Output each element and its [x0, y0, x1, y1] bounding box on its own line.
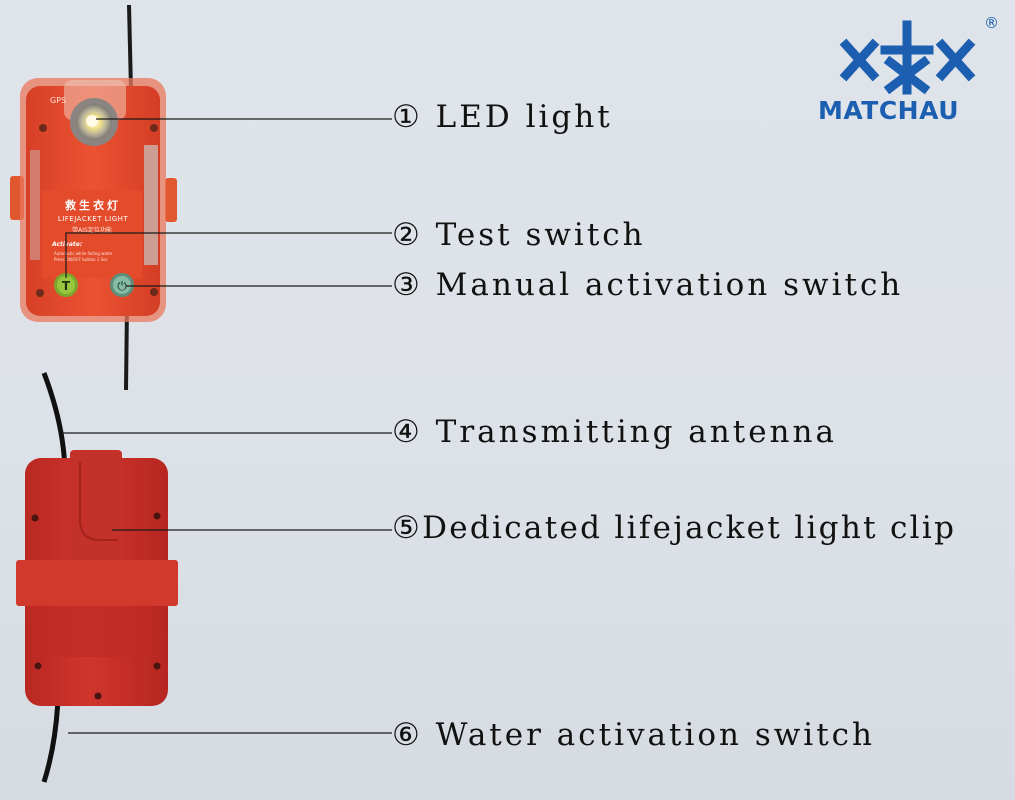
- logo-x-right: [935, 38, 976, 82]
- leader-lines: [62, 118, 392, 734]
- power-button: [113, 276, 131, 294]
- callout-1: ① LED light: [392, 102, 613, 133]
- ais-label: 带AIS定位功能: [72, 226, 112, 234]
- front-antenna-top: [127, 4, 133, 91]
- front-right-tab: [165, 178, 177, 222]
- gps-label: GPS: [50, 96, 66, 105]
- callout-number: ⑤: [392, 510, 423, 546]
- front-inner-strip: [144, 145, 158, 265]
- screw: [36, 289, 44, 297]
- screw: [150, 124, 158, 132]
- registered-mark: ®: [984, 14, 999, 32]
- logo-center-glyph: [880, 20, 934, 95]
- brand-name: MATCHAU: [818, 96, 959, 125]
- activate-label: Activate:: [51, 241, 82, 248]
- front-device: GPS 救生衣灯 LIFEJACKET LIGHT Activate: Auto…: [10, 4, 177, 391]
- back-recess: [38, 605, 150, 657]
- test-button-glyph: T: [62, 279, 71, 293]
- front-inner-strip-left: [30, 150, 40, 260]
- screw: [31, 514, 39, 522]
- screw: [34, 662, 42, 670]
- screw: [150, 288, 158, 296]
- callout-label-antenna: Transmitting antenna: [435, 414, 837, 450]
- device-chinese-title: 救生衣灯: [65, 198, 121, 212]
- logo-x-left: [839, 38, 880, 82]
- screw: [153, 662, 161, 670]
- callout-label-led-light: LED light: [435, 99, 613, 135]
- activate-line-2: Press ON/OFF button 1 Sec: [54, 257, 108, 262]
- callout-label-water-activation: Water activation switch: [435, 717, 875, 753]
- callout-number: ⑥: [392, 717, 423, 753]
- screw: [153, 512, 161, 520]
- leader-line-2: [65, 232, 392, 278]
- led-bulb: [86, 115, 98, 127]
- power-button-glyph: ⏻: [117, 279, 127, 293]
- callout-number: ③: [392, 267, 423, 303]
- callout-number: ②: [392, 217, 423, 253]
- back-clip-groove: [79, 462, 118, 541]
- callout-4: ④ Transmitting antenna: [392, 417, 837, 448]
- callout-2: ② Test switch: [392, 220, 646, 251]
- device-english-title: LIFEJACKET LIGHT: [58, 215, 129, 223]
- callout-number: ①: [392, 99, 423, 135]
- callout-label-clip: Dedicated lifejacket light clip: [422, 510, 957, 546]
- front-label-panel: [42, 190, 142, 278]
- test-button: [57, 276, 75, 294]
- brand-logo-mark: [839, 20, 976, 95]
- screw: [39, 124, 47, 132]
- activate-line-1: Automatic while falling water: [54, 251, 113, 256]
- callout-number: ④: [392, 414, 423, 450]
- callout-label-manual-activation: Manual activation switch: [435, 267, 904, 303]
- back-device: [16, 372, 178, 783]
- callout-6: ⑥ Water activation switch: [392, 720, 875, 751]
- screw: [94, 692, 102, 700]
- callout-3: ③ Manual activation switch: [392, 270, 903, 301]
- callout-label-test-switch: Test switch: [435, 217, 646, 253]
- back-band: [16, 560, 178, 606]
- callout-5: ⑤Dedicated lifejacket light clip: [392, 513, 956, 544]
